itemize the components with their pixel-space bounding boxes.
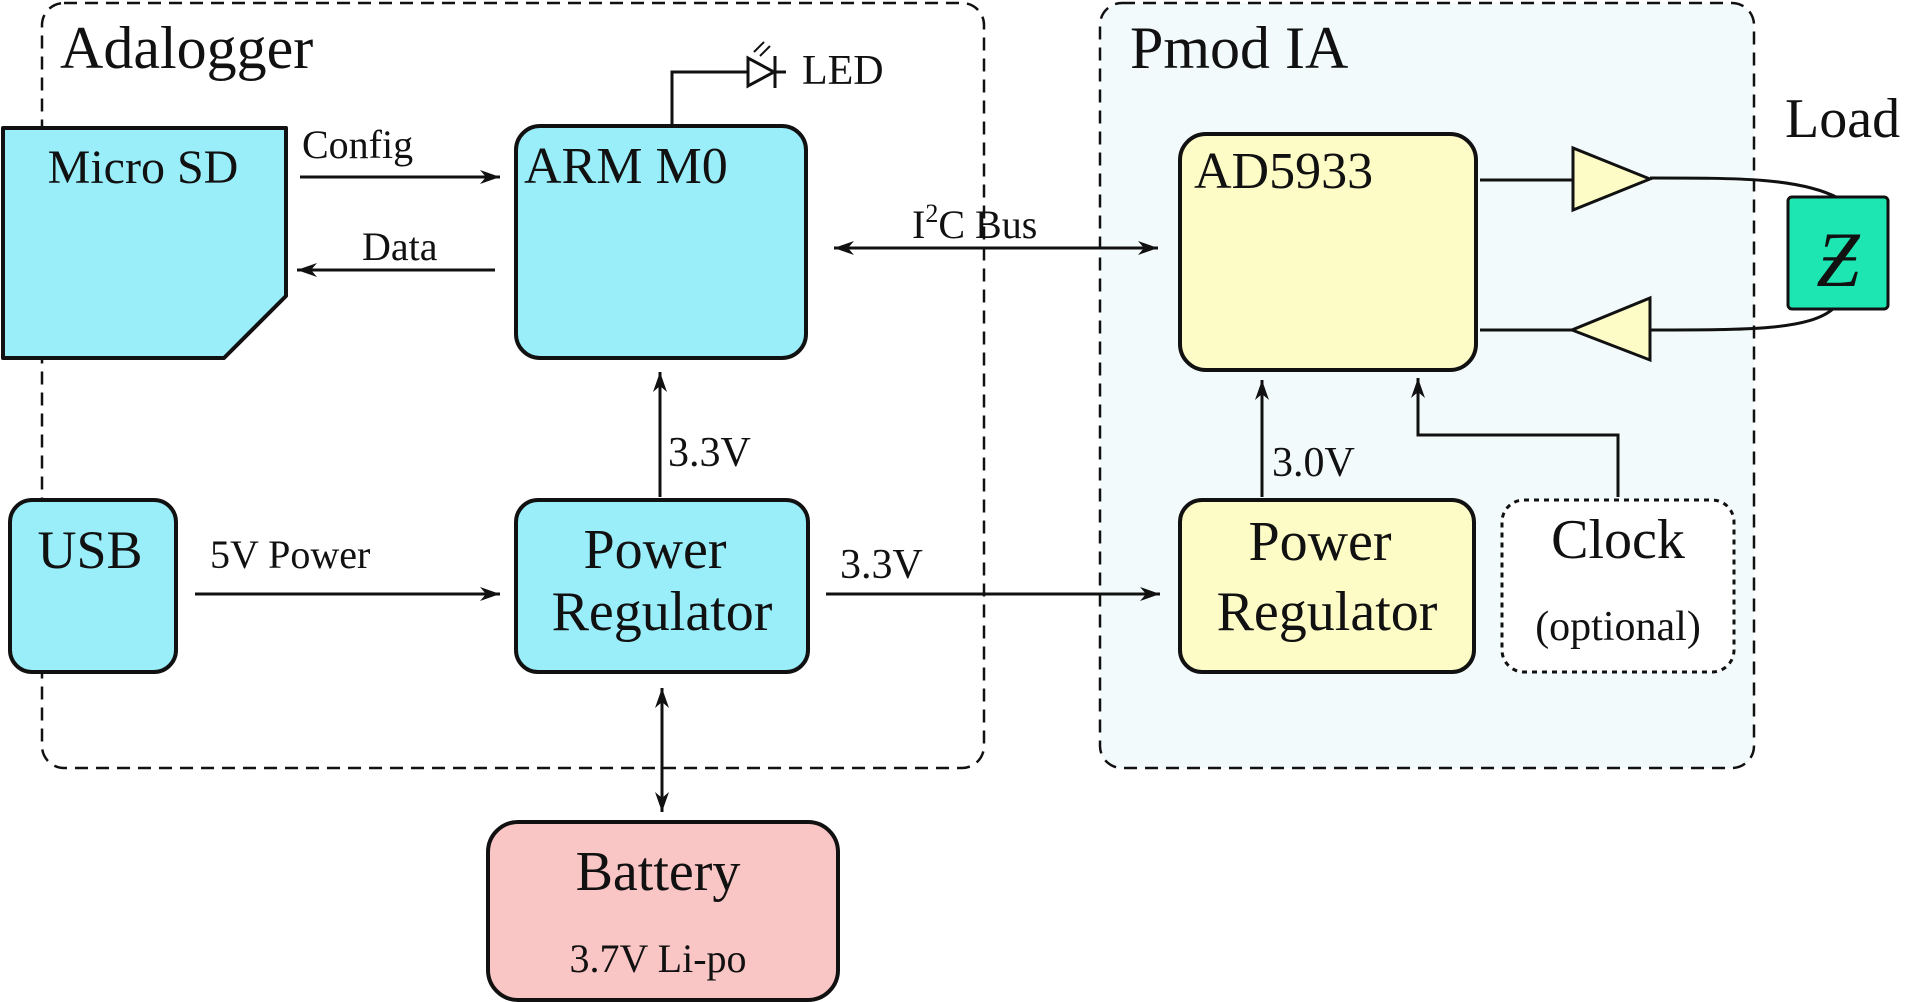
data-label: Data [362, 224, 438, 269]
adalogger-title: Adalogger [60, 15, 313, 81]
led-icon [746, 41, 786, 89]
adalogger-region [40, 1, 986, 770]
clock-arrow [1411, 378, 1620, 497]
micro-sd-block [1, 126, 288, 360]
battery-title: Battery [576, 841, 741, 903]
pmod-power-regulator-block [1178, 498, 1476, 674]
adalogger-power-regulator-label: Power Regulator [552, 519, 773, 643]
led-label: LED [802, 48, 884, 94]
clock-note: (optional) [1535, 604, 1701, 650]
led-wire [670, 70, 748, 125]
amp-top-triangle [1571, 145, 1655, 213]
clock-block [1500, 498, 1736, 674]
usb-block [8, 498, 178, 674]
load-block [1786, 195, 1890, 311]
config-label: Config [302, 122, 413, 167]
usb-label: USB [37, 520, 142, 580]
usb-power-label: 5V Power [210, 532, 370, 577]
ad5933-block [1178, 132, 1478, 372]
load-wire-top [1649, 176, 1839, 200]
micro-sd-label: Micro SD [48, 141, 239, 194]
load-wire-bottom [1649, 306, 1836, 332]
i2c-bus-label: I2C Bus [912, 199, 1037, 247]
arm-voltage-label: 3.3V [668, 430, 751, 476]
arm-m0-block [514, 124, 808, 360]
arm-m0-label: ARM M0 [524, 138, 728, 195]
load-symbol: Ƶ [1816, 216, 1861, 303]
adalogger-power-regulator-block [514, 498, 810, 674]
chip-voltage-label: 3.0V [1272, 440, 1355, 486]
ad5933-label: AD5933 [1194, 143, 1373, 200]
battery-spec: 3.7V Li-po [569, 936, 746, 981]
load-label: Load [1785, 88, 1900, 150]
pmod-title: Pmod IA [1130, 15, 1348, 81]
clock-label: Clock [1551, 509, 1685, 571]
pmod-power-regulator-label: Power Regulator [1217, 511, 1438, 643]
link-voltage-label: 3.3V [840, 542, 923, 588]
battery-block [486, 820, 840, 1002]
